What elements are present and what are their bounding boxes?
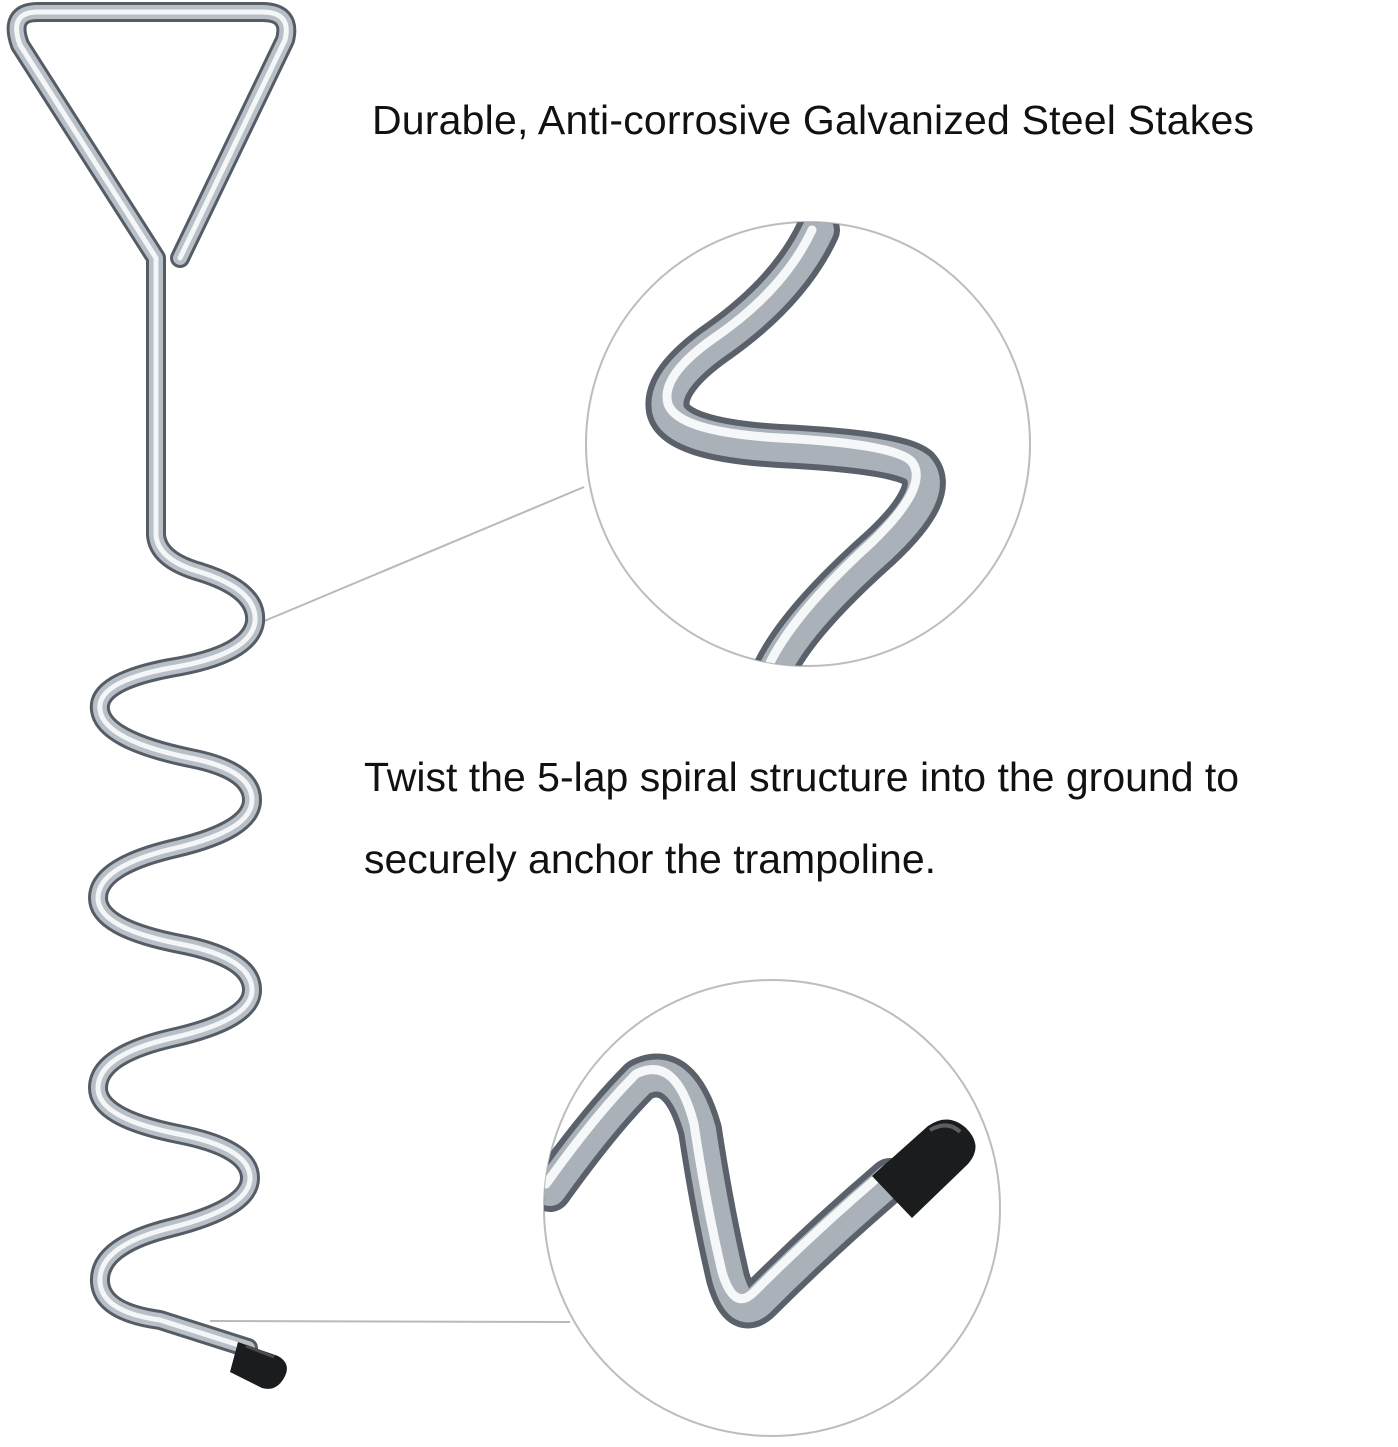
- callout-line-top: [261, 486, 585, 623]
- stake-cap-icon: [230, 1342, 287, 1389]
- spiral-stake-icon: [6, 2, 297, 1358]
- zoom-circle-icon: [543, 979, 1001, 1437]
- description-line-1: Twist the 5-lap spiral structure into th…: [364, 754, 1240, 800]
- zoom-circle-icon: [585, 221, 1031, 667]
- headline-text: Durable, Anti-corrosive Galvanized Steel…: [372, 97, 1255, 143]
- callout-line-bottom: [209, 1320, 571, 1323]
- description-text: Twist the 5-lap spiral structure into th…: [364, 736, 1394, 900]
- description-line-2: securely anchor the trampoline.: [364, 836, 937, 882]
